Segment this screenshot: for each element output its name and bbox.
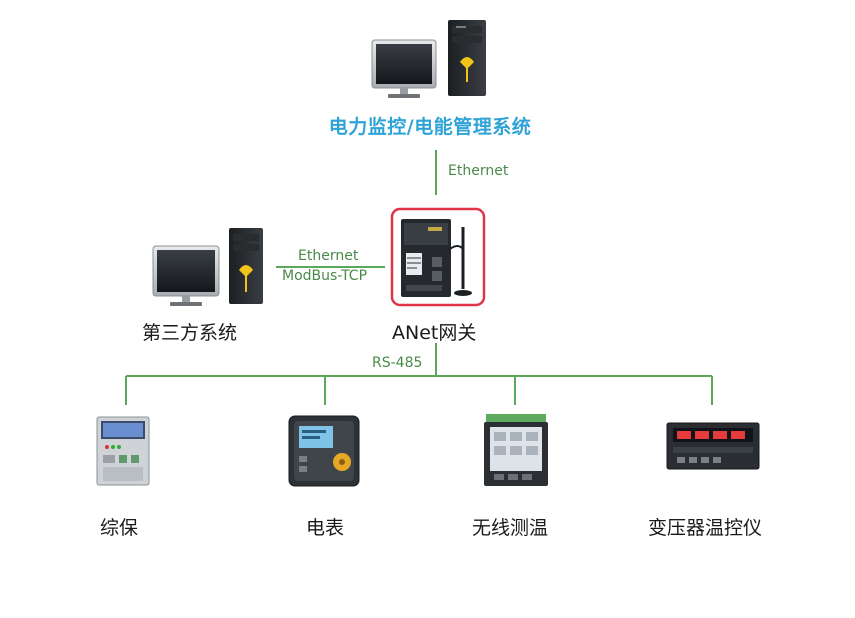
left-ethernet-label: Ethernet [298, 248, 359, 264]
rs485-label: RS-485 [372, 355, 423, 371]
top-ethernet-label: Ethernet [448, 163, 509, 179]
wireless-temperature-device [484, 414, 548, 486]
gateway-label: ANet网关 [392, 322, 477, 344]
top-system-title: 电力监控/电能管理系统 [328, 116, 532, 138]
transformer-temp-controller-device [666, 422, 760, 470]
third-party-system-label: 第三方系统 [142, 322, 238, 344]
connection-lines [125, 150, 713, 405]
energy-meter-device [288, 415, 360, 487]
anet-gateway-device[interactable] [390, 207, 486, 307]
protection-relay-device [96, 416, 150, 486]
device-label-transformer-temp: 变压器温控仪 [648, 517, 763, 539]
modbus-tcp-label: ModBus-TCP [282, 268, 368, 284]
device-label-protection: 综保 [100, 517, 139, 539]
third-party-computer-icon [152, 228, 263, 306]
device-label-wireless-temp: 无线测温 [472, 517, 549, 539]
device-label-meter: 电表 [306, 517, 345, 539]
top-computer-icon [371, 20, 486, 98]
